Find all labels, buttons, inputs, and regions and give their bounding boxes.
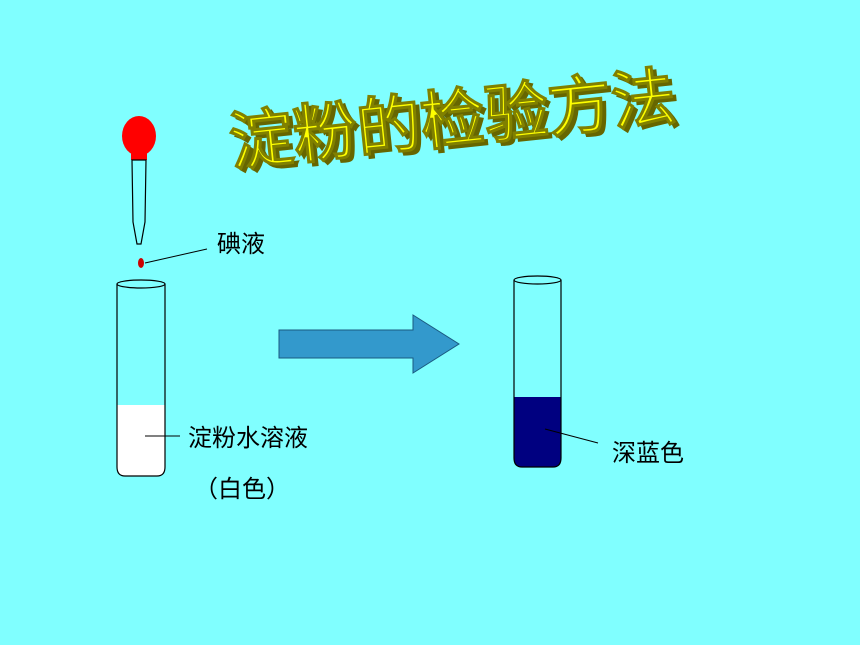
dropper-bulb [122,116,156,156]
right-tube-body [513,280,562,468]
dropper-bulb-neck [131,150,147,160]
dropper [122,116,156,245]
left-tube-rim [116,279,166,289]
iodine-drop [138,258,144,268]
right-tube-rim [513,275,562,285]
title-group: 淀粉的检验方法 淀粉的检验方法 [225,60,683,184]
deep-blue-label: 深蓝色 [612,439,684,467]
starch-solution-label: 淀粉水溶液 [188,424,308,452]
deep-blue-leader-line [544,428,599,444]
iodine-label: 碘液 [217,230,265,258]
page-title: 淀粉的检验方法 [226,60,679,180]
white-color-label: （白色） [194,475,290,503]
right-test-tube [513,275,562,468]
iodine-leader-line [144,248,208,264]
left-test-tube [116,279,166,477]
dropper-tube [131,159,147,245]
left-tube-body [116,284,166,477]
right-tube-liquid [514,397,561,467]
left-tube-liquid [117,405,165,476]
reaction-arrow [278,314,460,374]
